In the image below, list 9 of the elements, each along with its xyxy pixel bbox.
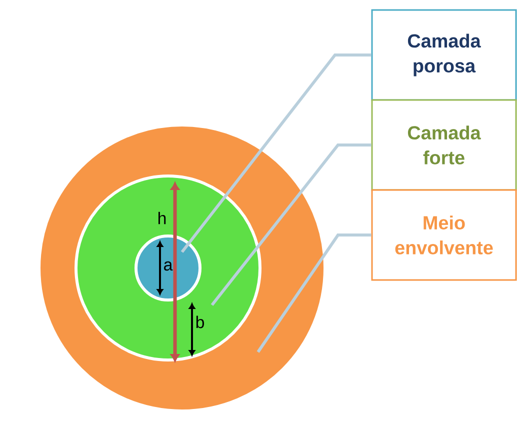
ring-disc	[134, 234, 202, 302]
label-box: Camada forte	[371, 99, 517, 191]
label-box: Meio envolvente	[371, 189, 517, 281]
dimension-label: b	[196, 316, 204, 328]
dimension-label: a	[164, 261, 173, 271]
leader-line	[210, 144, 372, 306]
leader-line	[180, 54, 372, 253]
label-box: Camada porosa	[371, 9, 517, 101]
leader-line	[256, 234, 372, 353]
